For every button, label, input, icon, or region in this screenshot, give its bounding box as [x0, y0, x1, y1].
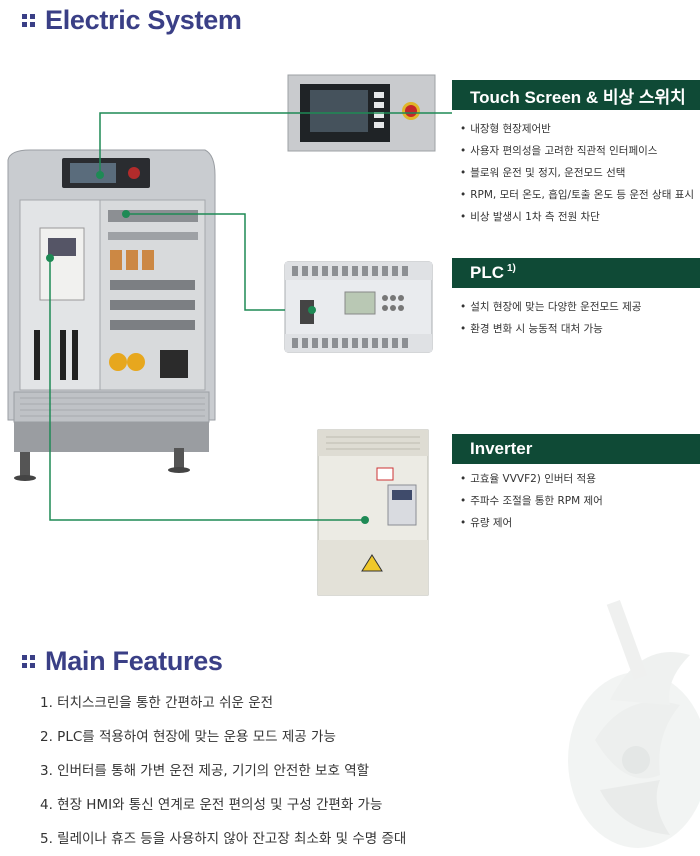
grid-dots-icon: [22, 14, 35, 27]
feature-item: 1. 터치스크린을 통한 간편하고 쉬운 운전: [40, 695, 274, 711]
list-item: 비상 발생시 1차 측 전원 차단: [460, 206, 694, 228]
list-item: 블로워 운전 및 정지, 운전모드 선택: [460, 162, 694, 184]
list-item: 고효율 VVVF2) 인버터 적용: [460, 468, 603, 490]
control-cabinet: [7, 149, 216, 481]
feature-item: 4. 현장 HMI와 통신 연계로 운전 편의성 및 구성 간편화 가능: [40, 797, 383, 813]
impeller-watermark: [568, 600, 700, 848]
inverter-list: 고효율 VVVF2) 인버터 적용 주파수 조절을 통한 RPM 제어 유량 제…: [460, 468, 603, 534]
list-item: 사용자 편의성을 고려한 직관적 인터페이스: [460, 140, 694, 162]
feature-item: 3. 인버터를 통해 가변 운전 제공, 기기의 안전한 보호 역할: [40, 763, 370, 779]
plc-banner: PLC 1): [452, 258, 700, 288]
main-features-title-text: Main Features: [45, 646, 223, 676]
touch-screen-banner: Touch Screen & 비상 스위치: [452, 80, 700, 110]
electric-system-title-text: Electric System: [45, 5, 242, 35]
inverter-unit: [317, 429, 429, 596]
main-features-list: 1. 터치스크린을 통한 간편하고 쉬운 운전 2. PLC를 적용하여 현장에…: [40, 686, 406, 856]
list-item: 설치 현장에 맞는 다양한 운전모드 제공: [460, 296, 641, 318]
plc-module: [284, 261, 433, 353]
list-item: 주파수 조절을 통한 RPM 제어: [460, 490, 603, 512]
list-item: 내장형 현장제어반: [460, 118, 694, 140]
plc-footnote-mark: 1): [507, 262, 516, 274]
inverter-banner-title: Inverter: [470, 439, 533, 458]
list-item: 유량 제어: [460, 512, 603, 534]
feature-item: 2. PLC를 적용하여 현장에 맞는 운용 모드 제공 가능: [40, 729, 336, 745]
inverter-banner: Inverter: [452, 434, 700, 464]
main-features-title: Main Features: [22, 646, 223, 677]
connector-lines: [49, 112, 452, 521]
plc-list: 설치 현장에 맞는 다양한 운전모드 제공 환경 변화 시 능동적 대처 가능: [460, 296, 641, 340]
list-item: RPM, 모터 온도, 흡입/토출 온도 등 운전 상태 표시: [460, 184, 694, 206]
touch-screen-banner-title: Touch Screen & 비상 스위치: [470, 87, 686, 107]
electric-system-title: Electric System: [22, 5, 242, 36]
feature-item: 5. 릴레이나 휴즈 등을 사용하지 않아 잔고장 최소화 및 수명 증대: [40, 831, 407, 847]
connector-dots: [46, 171, 369, 524]
grid-dots-icon: [22, 655, 35, 668]
touch-screen-list: 내장형 현장제어반 사용자 편의성을 고려한 직관적 인터페이스 블로워 운전 …: [460, 118, 694, 228]
list-item: 환경 변화 시 능동적 대처 가능: [460, 318, 641, 340]
plc-banner-title: PLC: [470, 263, 504, 282]
